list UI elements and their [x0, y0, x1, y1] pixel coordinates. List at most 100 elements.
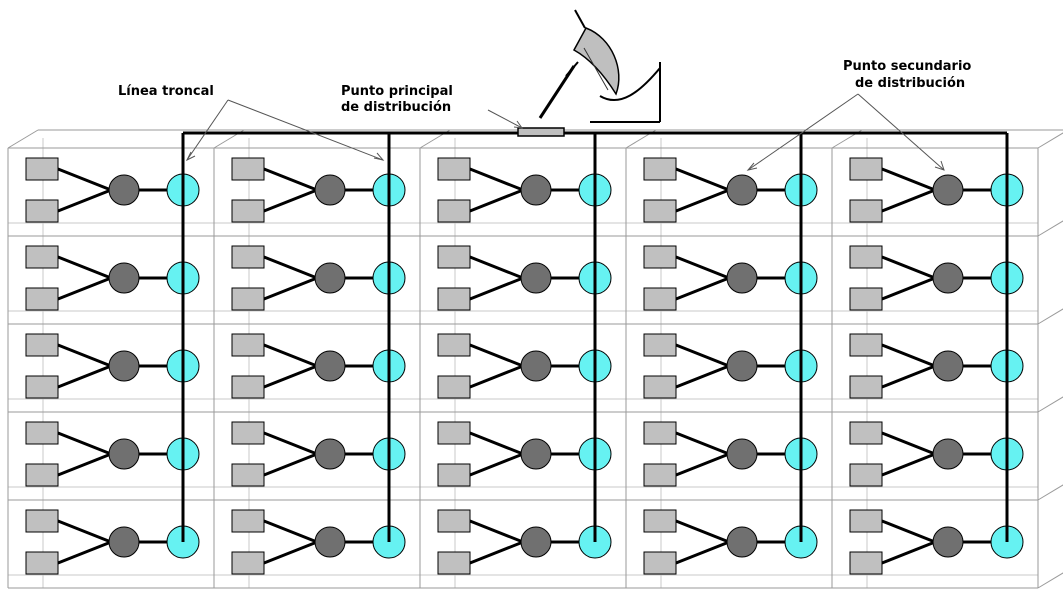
outlet-icon	[231, 421, 265, 445]
branch-cable	[57, 540, 112, 565]
secondary-distribution-node	[520, 262, 552, 294]
building-depth-line	[7, 129, 39, 149]
apartment-unit	[25, 509, 200, 575]
secondary-point-line1: Punto secundario	[843, 59, 971, 74]
outlet-icon	[437, 287, 471, 311]
secondary-distribution-node	[314, 350, 346, 382]
outlet-icon	[25, 245, 59, 269]
outlet-icon	[643, 199, 677, 223]
apartment-unit	[643, 421, 818, 487]
outlet-icon	[231, 375, 265, 399]
secondary-point-line2: de distribución	[855, 76, 965, 91]
outlet-icon	[25, 157, 59, 181]
branch-cable	[881, 364, 936, 389]
branch-cable	[57, 364, 112, 389]
outlet-icon	[643, 157, 677, 181]
apartment-unit	[849, 245, 1024, 311]
main-point-line2: de distribución	[341, 100, 451, 115]
branch-cable	[263, 364, 318, 389]
outlet-icon	[231, 157, 265, 181]
outlet-icon	[437, 245, 471, 269]
branch-cable	[469, 276, 524, 301]
branch-cable	[469, 540, 524, 565]
branch-cable	[675, 255, 730, 280]
outlet-icon	[437, 421, 471, 445]
branch-cable	[57, 276, 112, 301]
outlet-icon	[25, 509, 59, 533]
branch-cable	[881, 255, 936, 280]
label-secondary-distribution-point: Punto secundario de distribución	[746, 59, 971, 171]
branch-cable	[881, 519, 936, 544]
outlet-icon	[25, 199, 59, 223]
branch-cable	[675, 452, 730, 477]
secondary-distribution-node	[726, 526, 758, 558]
apartment-unit	[849, 157, 1024, 223]
outlet-icon	[849, 509, 883, 533]
outlet-icon	[643, 287, 677, 311]
secondary-distribution-node	[932, 262, 964, 294]
branch-cable	[57, 431, 112, 456]
apartment-unit	[643, 245, 818, 311]
branch-cable	[57, 343, 112, 368]
branch-cable	[881, 452, 936, 477]
secondary-distribution-node	[726, 174, 758, 206]
apartment-unit	[231, 157, 406, 223]
apartment-unit	[231, 333, 406, 399]
secondary-distribution-node	[520, 174, 552, 206]
branch-cable	[263, 452, 318, 477]
apartment-unit	[25, 421, 200, 487]
outlet-icon	[25, 287, 59, 311]
branch-cable	[675, 343, 730, 368]
branch-cable	[675, 431, 730, 456]
branch-cable	[675, 540, 730, 565]
branch-cable	[881, 188, 936, 213]
secondary-distribution-node	[520, 350, 552, 382]
branch-cable	[57, 167, 112, 192]
main-point-line1: Punto principal	[341, 84, 453, 99]
branch-cable	[881, 540, 936, 565]
secondary-distribution-node	[108, 526, 140, 558]
branch-cable	[469, 167, 524, 192]
outlet-icon	[231, 287, 265, 311]
apartment-unit	[437, 157, 612, 223]
outlet-icon	[231, 463, 265, 487]
branch-cable	[675, 167, 730, 192]
secondary-distribution-node	[108, 438, 140, 470]
branch-cable	[469, 431, 524, 456]
branch-cable	[469, 364, 524, 389]
secondary-distribution-node	[726, 350, 758, 382]
outlet-icon	[849, 551, 883, 575]
satellite-dish-icon	[517, 9, 661, 137]
outlet-icon	[437, 199, 471, 223]
apartment-unit	[643, 157, 818, 223]
outlet-icon	[437, 551, 471, 575]
branch-cable	[57, 188, 112, 213]
apartment-unit	[25, 245, 200, 311]
apartment-unit	[437, 333, 612, 399]
apartment-unit	[849, 333, 1024, 399]
outlet-icon	[849, 199, 883, 223]
outlet-icon	[849, 421, 883, 445]
outlet-icon	[25, 375, 59, 399]
trunk-cabling	[181, 131, 1009, 542]
branch-cable	[675, 519, 730, 544]
secondary-distribution-node	[726, 438, 758, 470]
secondary-distribution-node	[932, 438, 964, 470]
outlet-icon	[437, 375, 471, 399]
outlet-icon	[231, 333, 265, 357]
branch-cable	[469, 452, 524, 477]
apartment-units	[25, 157, 1024, 575]
apartment-unit	[437, 245, 612, 311]
outlet-icon	[849, 245, 883, 269]
outlet-icon	[437, 463, 471, 487]
branch-cable	[469, 255, 524, 280]
outlet-icon	[643, 333, 677, 357]
apartment-unit	[849, 509, 1024, 575]
branch-cable	[263, 431, 318, 456]
outlet-icon	[849, 463, 883, 487]
branch-cable	[469, 519, 524, 544]
outlet-icon	[643, 245, 677, 269]
secondary-distribution-node	[520, 526, 552, 558]
branch-cable	[469, 343, 524, 368]
branch-cable	[675, 276, 730, 301]
